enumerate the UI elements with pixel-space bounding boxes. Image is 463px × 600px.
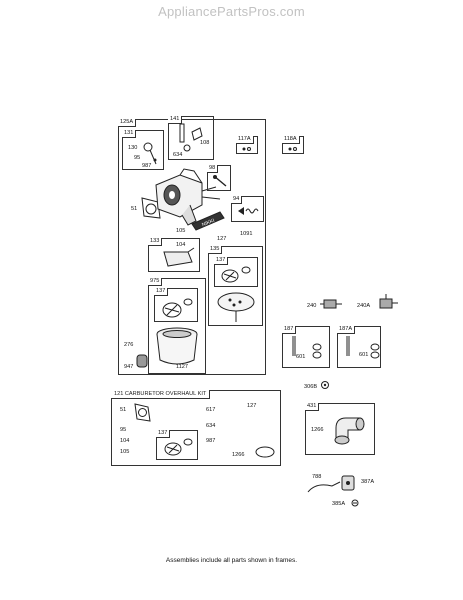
- frame-label-137: 137: [214, 257, 229, 265]
- frame-label-94: 94: [231, 196, 243, 204]
- label-1127: 1127: [176, 364, 189, 370]
- label-1266: 1266: [311, 427, 324, 433]
- label-385A: 385A: [332, 501, 346, 507]
- jet-icon: [242, 146, 252, 152]
- label-601-alt: 601: [359, 352, 369, 358]
- frame-label-131: 131: [122, 130, 137, 138]
- frame-135: [208, 246, 263, 326]
- fitting-icon: [320, 380, 330, 390]
- gasket-icon: [132, 402, 152, 424]
- frame-141: [168, 116, 214, 160]
- label-95: 95: [134, 155, 141, 161]
- label-127: 127: [217, 236, 227, 242]
- fuel-bowl-icon: [152, 326, 202, 370]
- fuel-shutoff-icon: [320, 296, 344, 312]
- label-1266-kit: 1266: [232, 452, 245, 458]
- label-105-kit: 105: [120, 449, 130, 455]
- label-51-kit: 51: [120, 407, 127, 413]
- frame-131: [122, 130, 164, 170]
- carburetor-body-icon: [150, 165, 230, 227]
- label-104: 104: [176, 242, 186, 248]
- svg-text:NIKKI: NIKKI: [201, 218, 215, 228]
- frame-137-inner: [154, 288, 198, 322]
- label-634-kit: 634: [206, 423, 216, 429]
- frame-125A: [118, 119, 266, 375]
- frame-187: [282, 326, 330, 368]
- frame-label-137-kit: 137: [156, 430, 171, 438]
- frame-label-975: 975: [148, 278, 163, 286]
- bowl-nut-icon: [136, 354, 148, 370]
- label-108: 108: [200, 140, 210, 146]
- bowl-gasket-icon: [160, 296, 196, 320]
- frame-label-118A: 118A: [282, 136, 300, 144]
- screw-icon: [213, 175, 228, 188]
- link-icon: [306, 478, 342, 496]
- frame-label-141: 141: [168, 116, 183, 124]
- label-601: 601: [296, 354, 306, 360]
- label-306B: 306B: [304, 384, 318, 390]
- frame-133: [148, 238, 200, 272]
- needle-valve-icon: [140, 140, 157, 168]
- label-634: 634: [173, 152, 183, 158]
- kit-title: 121 CARBURETOR OVERHAUL KIT: [111, 390, 211, 399]
- frame-label-133: 133: [148, 238, 163, 246]
- label-51: 51: [131, 206, 138, 212]
- label-240: 240: [307, 303, 317, 309]
- frame-label-187A: 187A: [337, 326, 356, 334]
- bowl-gasket-icon: [220, 264, 254, 286]
- label-947: 947: [124, 364, 134, 370]
- label-95-kit: 95: [120, 427, 127, 433]
- label-788: 788: [312, 474, 322, 480]
- hose-clamp-icon: [310, 342, 324, 360]
- frame-label-135: 135: [208, 246, 223, 254]
- label-987-kit: 987: [206, 438, 216, 444]
- frame-label-125A: 125A: [118, 119, 137, 127]
- label-987: 987: [142, 163, 152, 169]
- frame-label-187: 187: [282, 326, 297, 334]
- choke-shaft-icon: [178, 122, 208, 154]
- frame-label-117A: 117A: [236, 136, 254, 144]
- float-icon: [160, 248, 196, 270]
- assemblies-note: Assemblies include all parts shown in fr…: [165, 557, 298, 564]
- frame-975: [148, 278, 206, 374]
- label-387A: 387A: [361, 479, 375, 485]
- label-240A: 240A: [357, 303, 371, 309]
- o-ring-icon: [254, 445, 276, 459]
- intake-elbow-icon: [330, 410, 368, 450]
- label-276: 276: [124, 342, 134, 348]
- frame-137: [214, 257, 258, 287]
- fuel-shutoff-icon: [376, 294, 400, 312]
- frame-187A: [337, 326, 381, 368]
- float-bowl-icon: [214, 290, 258, 324]
- label-105: 105: [176, 228, 186, 234]
- idle-screw-icon: [238, 207, 262, 215]
- bowl-gasket-icon: [162, 436, 196, 458]
- frame-137-kit: [156, 430, 198, 460]
- gasket-icon: [138, 196, 162, 222]
- frame-label-98: 98: [207, 165, 219, 173]
- label-130: 130: [128, 145, 138, 151]
- frame-label-137-inner: 137: [154, 288, 169, 296]
- label-1091: 1091: [240, 231, 253, 237]
- fuel-line-icon: [344, 334, 358, 360]
- throttle-lever-icon: [338, 470, 360, 496]
- label-104-kit: 104: [120, 438, 130, 444]
- frame-label-431: 431: [305, 403, 320, 411]
- hose-clamp-icon: [368, 342, 382, 360]
- label-127-kit: 127: [247, 403, 257, 409]
- jet-icon: [288, 146, 298, 152]
- frame-94: [231, 196, 264, 222]
- nikki-gasket-icon: NIKKI: [190, 210, 226, 232]
- fuel-line-icon: [290, 334, 304, 360]
- screw-icon: [350, 498, 360, 508]
- label-617: 617: [206, 407, 216, 413]
- site-watermark: AppliancePartsPros.com: [158, 4, 305, 19]
- frame-431: [305, 403, 375, 455]
- frame-98: [207, 165, 231, 191]
